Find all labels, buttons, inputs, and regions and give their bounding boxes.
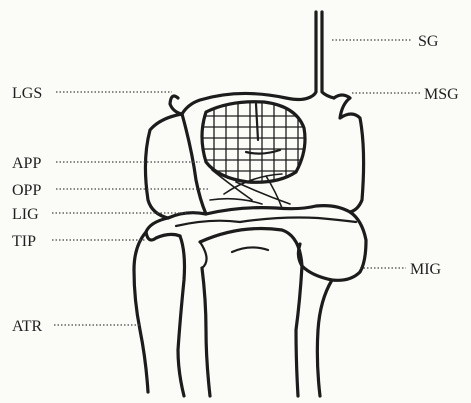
tip-bone xyxy=(146,218,180,240)
metatarsal-arch xyxy=(200,229,302,397)
atr-inner-shaft-right xyxy=(202,268,210,396)
label-msg: MSG xyxy=(424,86,459,103)
label-lgs: LGS xyxy=(12,85,42,102)
app-oval xyxy=(202,102,305,183)
label-mig: MIG xyxy=(410,261,442,278)
lig-band-lower xyxy=(176,218,356,227)
atr-left-shaft xyxy=(134,232,148,392)
label-sg: SG xyxy=(418,33,439,50)
label-opp: OPP xyxy=(12,182,41,199)
lig-band xyxy=(168,206,350,218)
right-shaft xyxy=(317,280,332,396)
atr-inner-shaft-left xyxy=(178,236,185,396)
lateral-bone-outline xyxy=(145,114,206,218)
metatarsal-ridge xyxy=(200,242,268,268)
label-atr: ATR xyxy=(12,318,43,335)
msg-bone-outline xyxy=(334,95,364,212)
label-app: APP xyxy=(12,155,41,172)
label-lig: LIG xyxy=(12,206,39,223)
label-tip: TIP xyxy=(12,233,36,250)
sg-bone xyxy=(308,12,334,98)
app-inner-ridge xyxy=(246,104,280,154)
